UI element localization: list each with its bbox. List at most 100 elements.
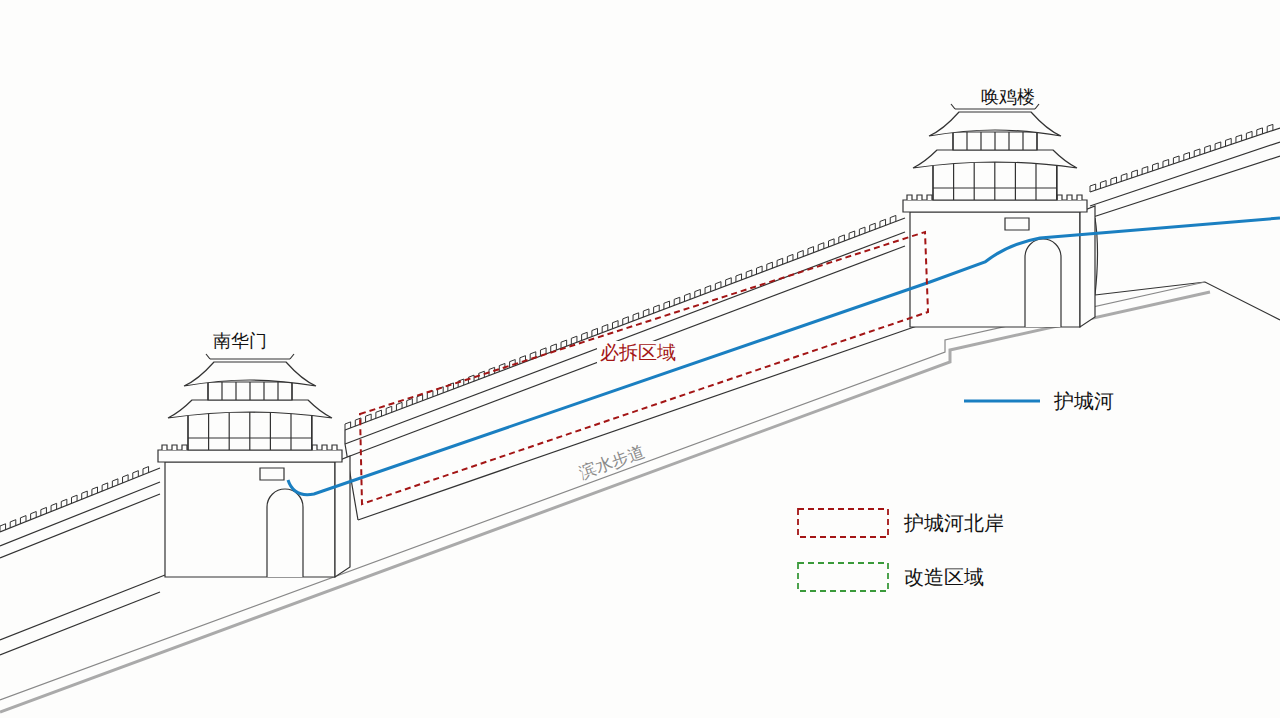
zone-label: 必拆区域: [597, 341, 679, 364]
merlon: [1205, 145, 1211, 153]
merlon: [1121, 174, 1127, 182]
merlon: [1132, 170, 1138, 178]
merlon: [41, 507, 47, 515]
gate-parapet: [158, 450, 342, 462]
merlon: [102, 483, 108, 491]
merlon: [602, 325, 608, 333]
merlon: [880, 219, 886, 227]
merlon: [182, 445, 187, 450]
gate-base: [165, 462, 335, 577]
merlon: [172, 445, 177, 450]
merlon: [1236, 135, 1242, 143]
upper-column: [1036, 132, 1037, 150]
gate-side: [335, 456, 350, 577]
legend-sample: [962, 385, 1058, 417]
merlon: [1163, 160, 1169, 168]
merlon: [654, 305, 660, 313]
gate-tower: [903, 104, 1095, 327]
pavilion-column: [249, 412, 250, 450]
merlon: [695, 289, 701, 297]
merlon: [1184, 152, 1190, 160]
zone-outline-svg: [352, 224, 934, 508]
wall-walk: [1090, 156, 1280, 218]
merlon: [612, 321, 618, 329]
pavilion-column: [311, 412, 312, 450]
merlon: [767, 262, 773, 270]
upper-column: [221, 382, 222, 400]
lower-roof: [168, 400, 332, 418]
merlon: [633, 313, 639, 321]
upper-column: [235, 382, 236, 400]
merlon: [20, 516, 26, 524]
merlon: [684, 293, 690, 301]
gate-side: [1080, 206, 1095, 327]
wall-walk: [0, 494, 160, 558]
merlon: [61, 499, 67, 507]
gate-towers: [158, 104, 1095, 577]
merlon: [787, 254, 793, 262]
gate-arch: [1025, 239, 1061, 327]
roof-ridge: [955, 108, 1035, 109]
merlon: [133, 471, 139, 479]
wall-walk: [350, 246, 905, 456]
pavilion-rail: [188, 437, 312, 438]
merlon: [849, 231, 855, 239]
merlon: [927, 195, 932, 200]
wall-base: [358, 318, 940, 520]
upper-column: [207, 382, 208, 400]
pavilion-column: [1056, 162, 1057, 200]
merlon: [322, 445, 327, 450]
merlon: [71, 495, 77, 503]
merlon: [736, 274, 742, 282]
upper-column: [1008, 132, 1009, 150]
merlon: [407, 399, 413, 407]
upper-storey: [208, 382, 292, 400]
merlon: [1067, 195, 1072, 200]
pavilion-body: [933, 162, 1057, 200]
merlon: [312, 445, 317, 450]
merlon: [777, 258, 783, 266]
ground-line: [1095, 282, 1280, 320]
merlon: [839, 235, 845, 243]
merlon: [0, 524, 6, 532]
merlon: [366, 414, 372, 422]
merlon: [1142, 167, 1148, 175]
pavilion-rail: [933, 187, 1057, 188]
pavilion-column: [290, 412, 291, 450]
merlon: [51, 503, 57, 511]
merlon: [870, 223, 876, 231]
merlon: [907, 195, 912, 200]
wall-top: [1090, 128, 1280, 192]
upper-column: [263, 382, 264, 400]
merlon: [1100, 181, 1106, 189]
legend-box-sample: [798, 563, 888, 591]
wall-top: [0, 468, 160, 532]
legend-line-sample: [964, 400, 1040, 403]
merlon: [1057, 195, 1062, 200]
zone-outline: [360, 232, 928, 504]
merlon: [674, 297, 680, 305]
merlon: [376, 410, 382, 418]
merlon: [1077, 195, 1082, 200]
place-label: 南华门: [213, 330, 267, 352]
gate-plaque: [260, 468, 284, 480]
upper-roof: [929, 112, 1061, 136]
merlon: [1090, 184, 1096, 192]
merlon: [798, 251, 804, 259]
gate-arch: [267, 489, 303, 577]
merlon: [917, 195, 922, 200]
gate-tower: [158, 354, 350, 577]
merlon: [1215, 142, 1221, 150]
merlon: [705, 286, 711, 294]
merlon: [396, 402, 402, 410]
merlon: [92, 487, 98, 495]
merlon: [582, 332, 588, 340]
merlon: [345, 422, 351, 430]
merlon: [561, 340, 567, 348]
wall-base: [0, 592, 160, 655]
upper-roof: [184, 362, 316, 386]
pavilion-column: [270, 412, 271, 450]
wall-walk: [345, 232, 905, 444]
merlon: [1267, 124, 1273, 132]
pavilion-column: [974, 162, 975, 200]
